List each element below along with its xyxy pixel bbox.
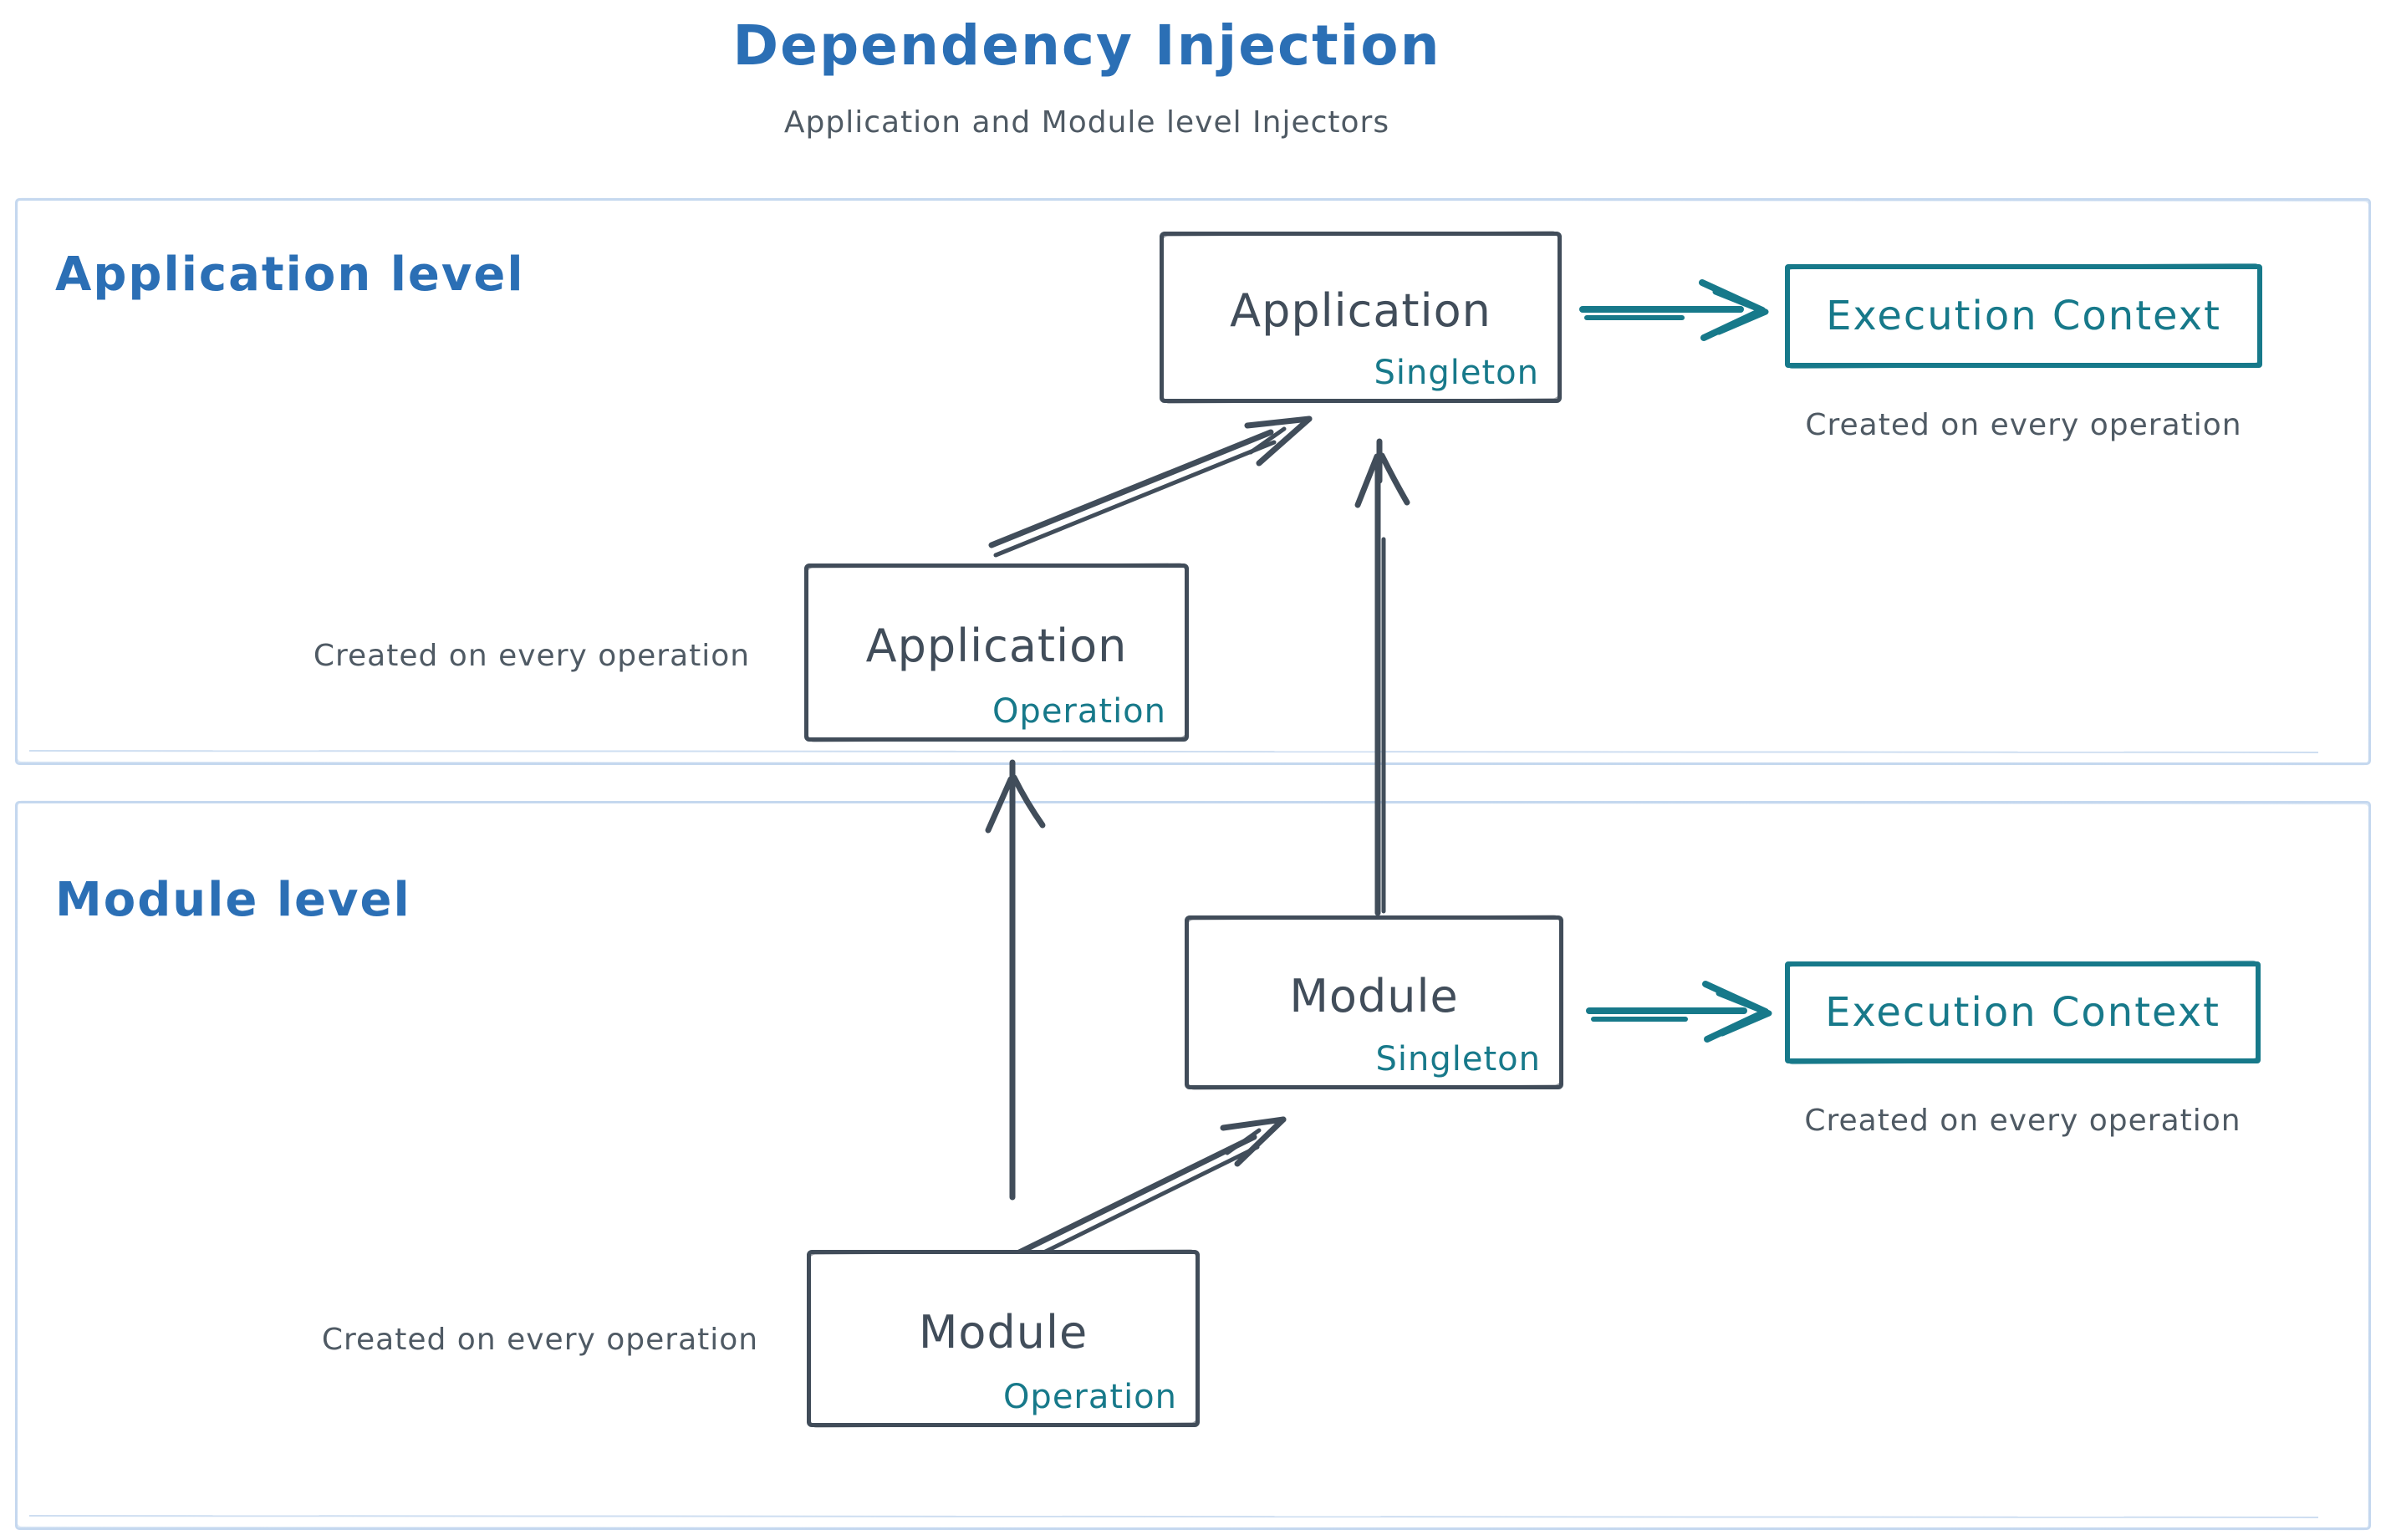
node-scope-singleton: Singleton: [1374, 354, 1539, 392]
module-singleton-node: Module Singleton: [1185, 915, 1563, 1089]
node-scope-operation: Operation: [1002, 1378, 1177, 1416]
node-scope-operation: Operation: [992, 692, 1166, 731]
application-execution-context-caption: Created on every operation: [1805, 408, 2242, 442]
application-level-panel: [15, 198, 2371, 765]
node-title: Application: [865, 620, 1128, 672]
module-level-panel: [15, 801, 2371, 1530]
application-operation-caption: Created on every operation: [313, 639, 751, 673]
module-operation-node: Module Operation: [807, 1250, 1200, 1427]
diagram-subtitle: Application and Module level Injectors: [783, 105, 1390, 140]
application-operation-node: Application Operation: [804, 563, 1189, 742]
module-execution-context-node: Execution Context: [1785, 961, 2261, 1063]
application-execution-context-node: Execution Context: [1785, 264, 2262, 368]
execution-context-label: Execution Context: [1826, 293, 2221, 339]
application-level-label: Application level: [55, 247, 525, 302]
module-level-label: Module level: [55, 873, 411, 927]
execution-context-label: Execution Context: [1825, 989, 2220, 1036]
application-singleton-node: Application Singleton: [1160, 232, 1562, 403]
module-operation-caption: Created on every operation: [321, 1323, 759, 1357]
node-title: Application: [1230, 284, 1491, 337]
node-title: Module: [918, 1305, 1088, 1359]
module-execution-context-caption: Created on every operation: [1804, 1104, 2241, 1138]
node-title: Module: [1289, 969, 1459, 1022]
diagram-title: Dependency Injection: [732, 13, 1441, 78]
node-scope-singleton: Singleton: [1375, 1040, 1541, 1079]
